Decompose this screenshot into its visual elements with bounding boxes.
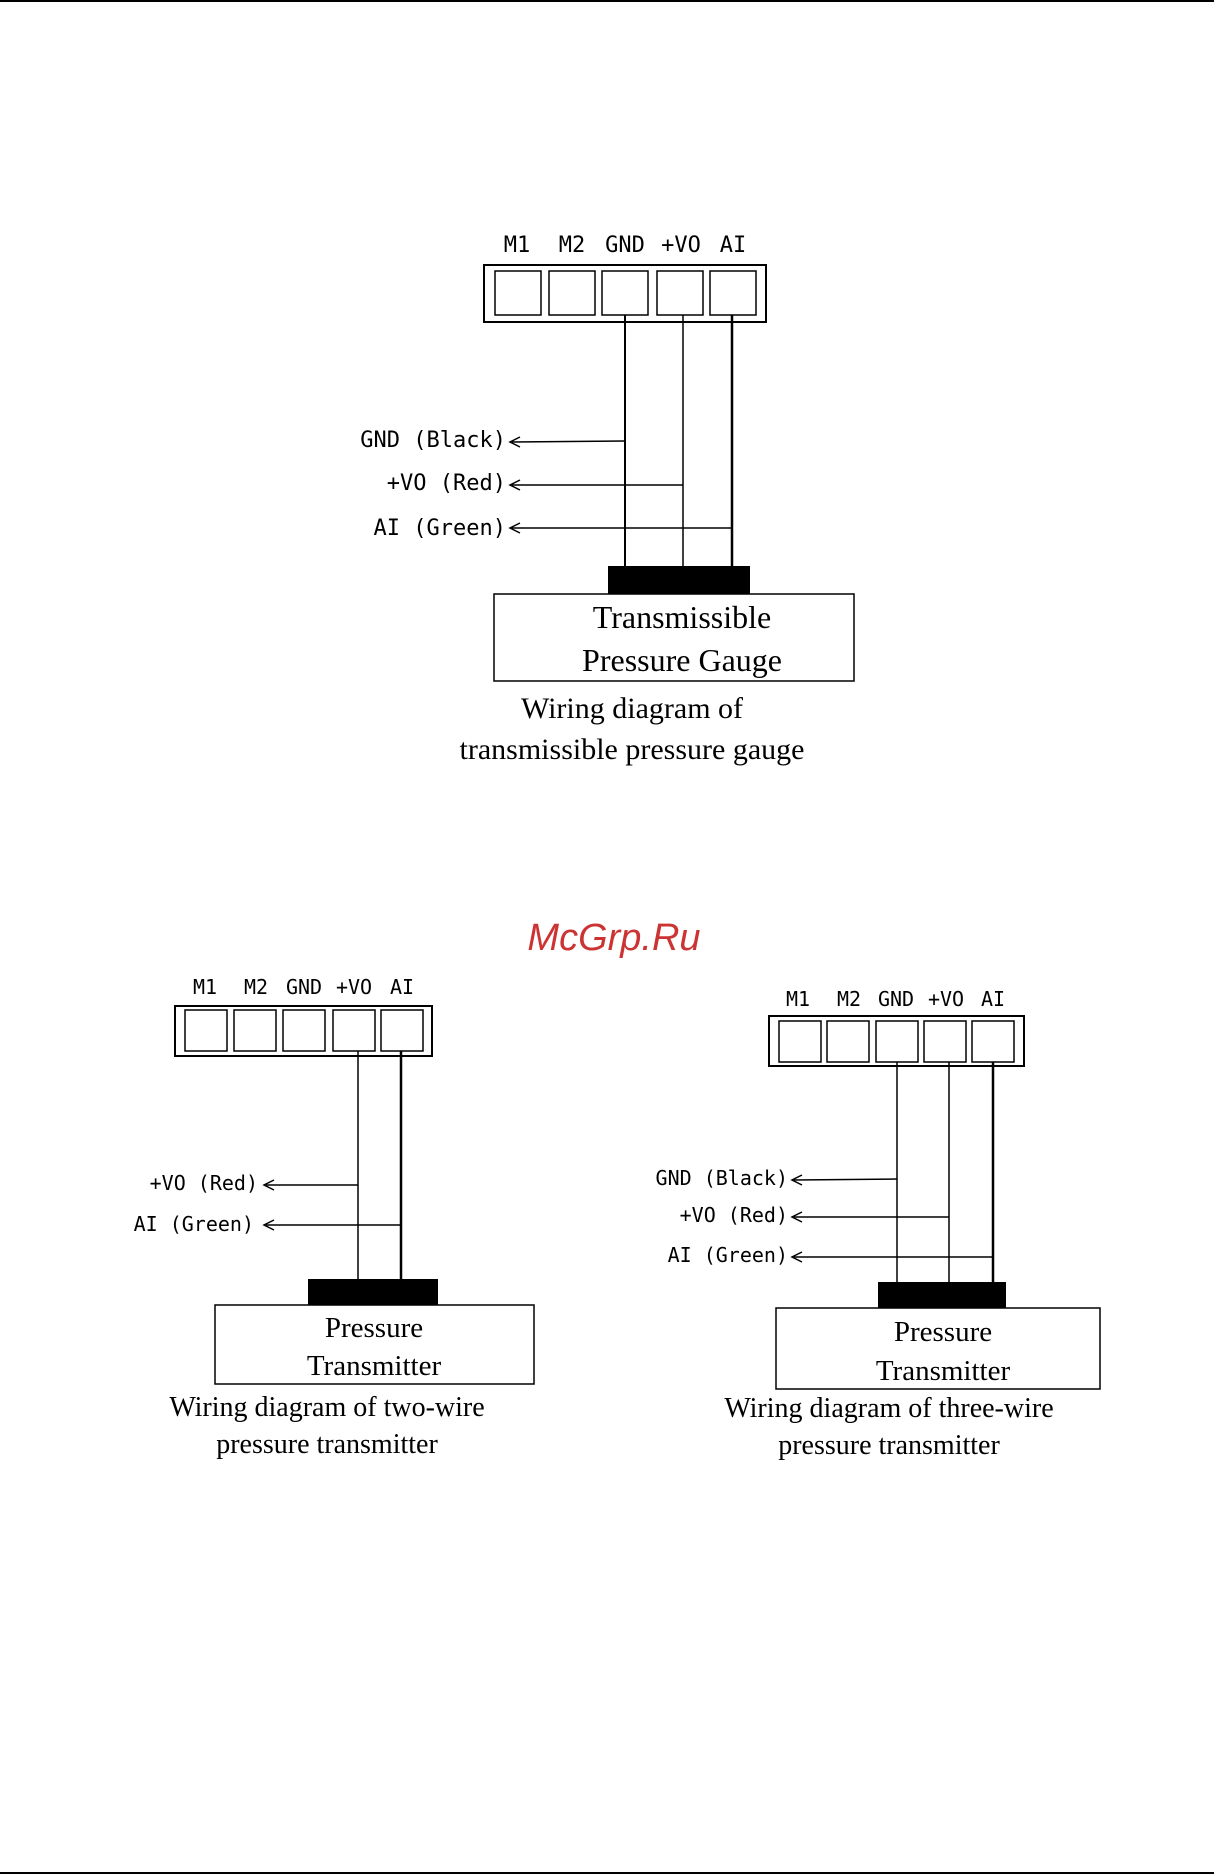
arrow-vo [262, 1179, 275, 1191]
terminal-label-ai: AI [720, 233, 747, 258]
connector-plug [608, 566, 750, 594]
terminal-label-m2: M2 [244, 975, 268, 999]
wire-label-gnd: GND (Black) [360, 428, 506, 453]
terminal-label-gnd: GND [286, 975, 322, 999]
terminal-label-ai: AI [981, 987, 1005, 1011]
wire-label-vo: +VO (Red) [387, 471, 506, 496]
device-box [775, 1307, 1101, 1390]
wire-label-ai: AI (Green) [668, 1243, 788, 1267]
terminal-m1 [778, 1020, 822, 1063]
terminal-block [174, 1005, 433, 1057]
device-box [214, 1304, 535, 1385]
arrow-ai [790, 1251, 803, 1263]
terminal-label-m2: M2 [559, 233, 586, 258]
arrow-ai [508, 522, 521, 534]
caption-line1: Wiring diagram of [521, 692, 743, 725]
terminal-label-ai: AI [390, 975, 414, 999]
leader-gnd [793, 1178, 898, 1181]
terminal-ai [380, 1009, 424, 1052]
terminal-label-m1: M1 [504, 233, 531, 258]
terminal-label-m1: M1 [786, 987, 810, 1011]
arrow-ai [262, 1219, 275, 1231]
diagram-three-wire-pressure-transmitter: M1 M2 GND +VO AI GND (Black) +VO (Red) A… [656, 987, 1101, 1461]
diagram-two-wire-pressure-transmitter: M1 M2 GND +VO AI +VO (Red) AI (Green) Pr… [134, 975, 535, 1460]
terminal-m2 [548, 270, 596, 316]
terminal-vo [923, 1020, 967, 1063]
caption-line1: Wiring diagram of two-wire [169, 1392, 484, 1423]
terminal-ai [709, 270, 757, 316]
device-label-line2: Transmitter [876, 1355, 1011, 1387]
terminal-block [768, 1015, 1025, 1067]
terminal-m2 [826, 1020, 870, 1063]
leader-gnd [511, 440, 626, 443]
terminal-label-gnd: GND [605, 233, 645, 258]
caption-line1: Wiring diagram of three-wire [724, 1393, 1053, 1424]
terminal-m2 [233, 1009, 277, 1052]
watermark: McGrp.Ru [527, 917, 700, 959]
device-label-line1: Pressure [894, 1316, 992, 1348]
caption-line2: transmissible pressure gauge [460, 733, 805, 766]
device-label-line2: Pressure Gauge [582, 642, 782, 678]
terminal-vo [656, 270, 704, 316]
terminal-label-gnd: GND [878, 987, 914, 1011]
terminal-label-m2: M2 [837, 987, 861, 1011]
wire-label-vo: +VO (Red) [150, 1171, 258, 1195]
device-box [493, 593, 855, 682]
terminal-gnd [875, 1020, 919, 1063]
device-label-line1: Pressure [325, 1312, 423, 1344]
caption-line2: pressure transmitter [216, 1429, 438, 1460]
wire-label-ai: AI (Green) [374, 516, 506, 541]
terminal-m1 [494, 270, 542, 316]
connector-plug [878, 1282, 1006, 1308]
diagram-transmissible-pressure-gauge: M1 M2 GND +VO AI GND (Black) +VO (Red) A… [360, 233, 855, 766]
terminal-m1 [184, 1009, 228, 1052]
terminal-gnd [282, 1009, 326, 1052]
wire-label-ai: AI (Green) [134, 1212, 254, 1236]
arrow-vo [790, 1211, 803, 1223]
caption-line2: pressure transmitter [778, 1430, 1000, 1461]
device-label-line1: Transmissible [593, 599, 771, 635]
terminal-label-m1: M1 [193, 975, 217, 999]
terminal-gnd [601, 270, 649, 316]
arrow-gnd [508, 436, 521, 448]
arrow-vo [508, 479, 521, 491]
connector-plug [308, 1279, 438, 1305]
arrow-gnd [790, 1174, 803, 1186]
terminal-label-vo: +VO [661, 233, 701, 258]
terminal-label-vo: +VO [336, 975, 372, 999]
terminal-vo [332, 1009, 376, 1052]
terminal-block [483, 264, 767, 323]
device-label-line2: Transmitter [307, 1350, 442, 1382]
terminal-label-vo: +VO [928, 987, 964, 1011]
wire-label-gnd: GND (Black) [656, 1166, 788, 1190]
terminal-ai [971, 1020, 1015, 1063]
wire-label-vo: +VO (Red) [680, 1203, 788, 1227]
